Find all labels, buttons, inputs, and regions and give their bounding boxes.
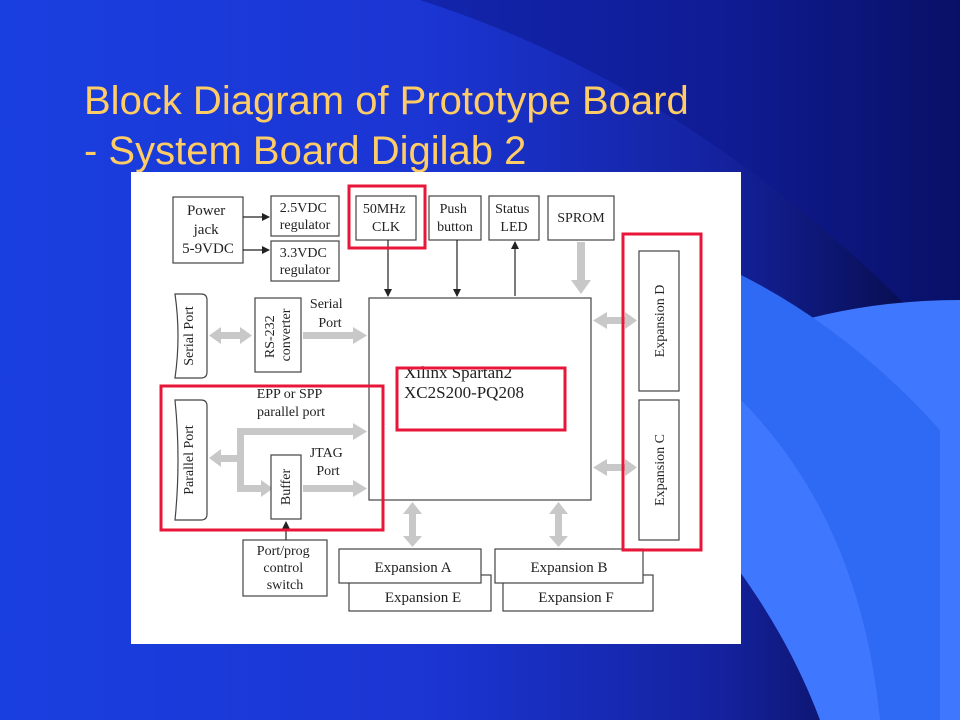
svg-text:Status LED: Status LED	[495, 202, 533, 235]
highlight-fpga	[395, 366, 567, 432]
parallel-port-connector	[174, 399, 208, 521]
serial-port-connector	[174, 293, 208, 379]
svg-text:Power jack 5-9VDC: Power jack 5-9VDC	[182, 203, 234, 257]
expansion-a-label: Expansion A	[374, 560, 451, 576]
expansion-c-box	[638, 399, 680, 541]
regulator-2v5-label-1: 2.5VDC	[280, 201, 327, 216]
expansion-d-arrow	[593, 312, 637, 329]
svg-text:2.5VDC regulator: 2.5VDC regulator	[280, 201, 331, 233]
epp-label-1: EPP or SPP	[257, 387, 323, 402]
parallel-port-arrows	[209, 423, 367, 497]
power-jack-label-1: Power	[187, 203, 225, 219]
buffer-label: Buffer	[279, 469, 294, 506]
status-led-label-1: Status	[495, 202, 529, 217]
parallel-port-label: Parallel Port	[182, 425, 197, 495]
power-jack-box	[172, 196, 244, 264]
expansion-a-arrow	[403, 502, 422, 547]
push-button-box	[428, 195, 482, 241]
svg-text:50MHz CLK: 50MHz CLK	[363, 202, 409, 235]
jtag-label-2: Port	[316, 464, 339, 479]
sprom-box	[547, 195, 615, 241]
port-prog-label-2: control	[263, 561, 303, 576]
expansion-d-label: Expansion D	[653, 285, 668, 358]
port-prog-label-3: switch	[267, 578, 304, 593]
highlight-parallel-section	[159, 384, 385, 532]
expansion-c-arrow	[593, 459, 637, 476]
push-button-label-1: Push	[440, 202, 467, 217]
regulator-3v3-label-2: regulator	[280, 263, 331, 278]
serial-port-link-label-2: Port	[318, 316, 341, 331]
slide-title-line-1: Block Diagram of Prototype Board	[84, 79, 689, 123]
clock-label-2: CLK	[372, 220, 400, 235]
svg-text:JTAG Port: JTAG Port	[310, 446, 347, 479]
serial-to-fpga-arrow	[303, 327, 367, 344]
fpga-box	[368, 297, 592, 501]
rs232-label-1: RS-232	[263, 315, 278, 358]
expansion-b-arrow	[549, 502, 568, 547]
regulator-3v3-label-1: 3.3VDC	[280, 246, 327, 261]
svg-text:Push button: Push button	[437, 202, 473, 235]
jtag-to-fpga-arrow	[303, 480, 367, 497]
expansion-f-label: Expansion F	[538, 590, 613, 606]
regulator-2v5-label-2: regulator	[280, 218, 331, 233]
slide-title: Block Diagram of Prototype Board - Syste…	[84, 76, 904, 176]
port-prog-label-1: Port/prog	[257, 544, 310, 559]
clock-label-1: 50MHz	[363, 202, 406, 217]
serial-port-link-label-1: Serial	[310, 297, 343, 312]
rs232-converter-box	[254, 297, 302, 373]
svg-text:EPP or SPP parallel port: EPP or SPP parallel port	[257, 387, 326, 420]
sprom-arrow	[571, 242, 591, 294]
background-swoosh-edge	[741, 275, 940, 720]
svg-text:RS-232 converter: RS-232 converter	[263, 308, 294, 361]
power-jack-label-2: jack	[193, 222, 219, 238]
slide-title-line-2: - System Board Digilab 2	[84, 129, 527, 173]
jtag-label-1: JTAG	[310, 446, 343, 461]
expansion-b-label: Expansion B	[530, 560, 607, 576]
power-jack-label-3: 5-9VDC	[182, 241, 234, 257]
expansion-d-box	[638, 250, 680, 392]
highlight-clock	[347, 184, 427, 250]
clock-box	[355, 195, 417, 241]
fpga-label-1: Xilinx Spartan2	[404, 363, 512, 382]
block-diagram: Power jack 5-9VDC 2.5VDC regulator 3.3VD…	[131, 172, 741, 644]
serial-port-label: Serial Port	[182, 306, 197, 366]
expansion-c-label: Expansion C	[653, 434, 668, 506]
push-button-label-2: button	[437, 220, 473, 235]
svg-text:Port/prog control swit: Port/prog control switch	[257, 544, 313, 593]
background-swoosh-dark	[420, 0, 960, 330]
status-led-box	[488, 195, 540, 241]
buffer-box	[270, 454, 302, 520]
regulator-2v5-box	[270, 195, 340, 237]
fpga-label-2: XC2S200-PQ208	[404, 383, 524, 402]
highlight-expansion-cd	[621, 232, 703, 552]
epp-label-2: parallel port	[257, 405, 325, 420]
status-led-label-2: LED	[500, 220, 527, 235]
serial-bidirectional-arrow	[209, 327, 252, 344]
expansion-b-box	[494, 548, 644, 584]
svg-text:3.3VDC regulator: 3.3VDC regulator	[280, 246, 331, 278]
svg-text:Serial Port: Serial Port	[310, 297, 346, 331]
sprom-label: SPROM	[557, 211, 605, 226]
expansion-e-label: Expansion E	[385, 590, 461, 606]
rs232-label-2: converter	[279, 308, 294, 361]
port-prog-switch-box	[242, 539, 328, 597]
expansion-a-box	[338, 548, 482, 584]
regulator-3v3-box	[270, 240, 340, 282]
